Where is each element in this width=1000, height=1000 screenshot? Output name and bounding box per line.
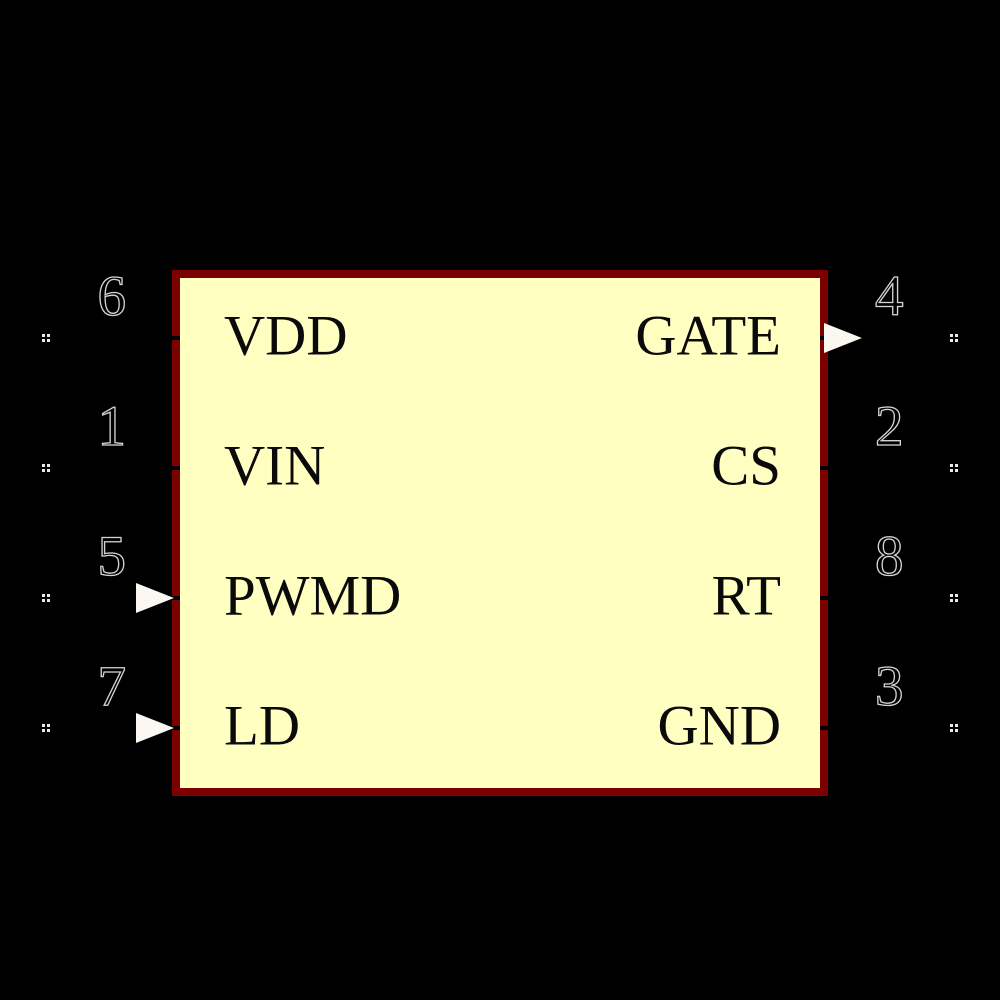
pin-wire-gate[interactable] <box>820 336 954 340</box>
pin-number-rt: 8 <box>874 525 904 588</box>
pin-endpoint-icon[interactable] <box>950 334 953 337</box>
pin-number-ld: 7 <box>97 655 127 718</box>
pin-label-vin: VIN <box>224 434 326 498</box>
ic-symbol-body[interactable] <box>172 270 828 796</box>
pin-number-pwmd: 5 <box>97 525 127 588</box>
pin-endpoint-icon[interactable] <box>42 464 45 467</box>
input-arrow-icon <box>136 713 174 743</box>
pin-endpoint-icon[interactable] <box>950 464 953 467</box>
pin-wire-rt[interactable] <box>820 596 954 600</box>
pin-wire-ld[interactable] <box>46 726 180 730</box>
pin-label-gnd: GND <box>657 694 782 758</box>
pin-number-cs: 2 <box>874 395 904 458</box>
pin-number-gate: 4 <box>874 265 904 328</box>
pin-label-gate: GATE <box>635 304 781 368</box>
pin-label-cs: CS <box>711 434 781 498</box>
pin-wire-vin[interactable] <box>46 466 180 470</box>
pin-endpoint-icon[interactable] <box>950 724 953 727</box>
pin-endpoint-icon[interactable] <box>42 724 45 727</box>
pin-endpoint-icon[interactable] <box>950 594 953 597</box>
pin-wire-gnd[interactable] <box>820 726 954 730</box>
input-arrow-icon <box>136 583 174 613</box>
pin-wire-pwmd[interactable] <box>46 596 180 600</box>
pin-label-vdd: VDD <box>224 304 348 368</box>
pin-endpoint-icon[interactable] <box>42 594 45 597</box>
pin-wire-vdd[interactable] <box>46 336 180 340</box>
pin-endpoint-icon[interactable] <box>42 334 45 337</box>
output-arrow-icon <box>824 323 862 353</box>
pin-label-rt: RT <box>711 564 781 628</box>
pin-number-vin: 1 <box>97 395 127 458</box>
pin-label-pwmd: PWMD <box>224 564 402 628</box>
pin-label-ld: LD <box>224 694 300 758</box>
pin-number-gnd: 3 <box>874 655 904 718</box>
pin-wire-cs[interactable] <box>820 466 954 470</box>
pin-number-vdd: 6 <box>97 265 127 328</box>
